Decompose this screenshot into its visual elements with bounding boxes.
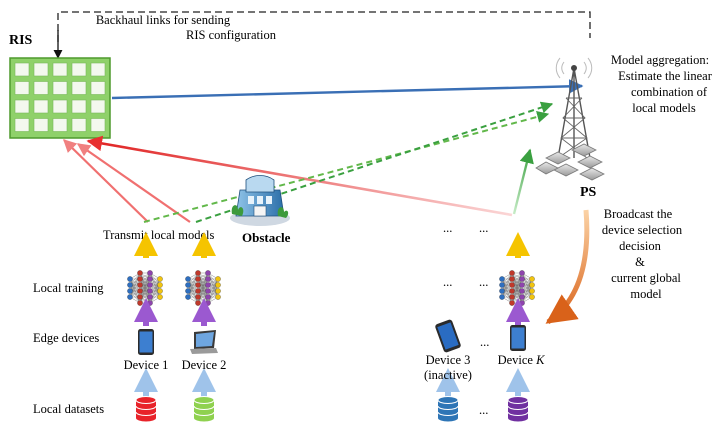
ris-element	[71, 99, 87, 114]
ris-element	[90, 99, 106, 114]
device1-column	[127, 232, 163, 422]
ps-label: PS	[580, 185, 597, 200]
ris-element	[52, 62, 68, 77]
ris-element	[14, 99, 30, 114]
ris-element	[52, 99, 68, 114]
svg-text:local models: local models	[632, 101, 696, 115]
obstacle-building	[230, 175, 290, 226]
broadcast-arrow	[545, 209, 590, 325]
deviceK-icon	[510, 325, 526, 351]
ris-label: RIS	[9, 33, 33, 48]
deviceK-to-ps-link	[512, 148, 534, 215]
ris-element	[33, 62, 49, 77]
dataset-icon	[135, 396, 157, 422]
ris-element	[52, 118, 68, 132]
svg-text:&: &	[635, 255, 645, 269]
deviceK-column	[499, 232, 535, 422]
svg-text:decision: decision	[619, 239, 661, 253]
broadcast-label: Broadcast the device selection decision …	[602, 207, 683, 301]
backhaul-link	[57, 11, 591, 42]
deviceK-label: Device K	[498, 353, 546, 367]
ellipsis-training-1: ...	[443, 275, 452, 289]
svg-text:current global: current global	[611, 271, 681, 285]
ris-element	[52, 81, 68, 95]
ellipsis-top-1: ...	[443, 221, 452, 235]
device1-to-ps-link	[143, 110, 550, 223]
ris-element	[33, 118, 49, 132]
device3-status: (inactive)	[424, 368, 472, 382]
row-label-edge-devices: Edge devices	[33, 331, 99, 345]
ris-to-ps-link	[111, 79, 584, 100]
device3-column	[435, 319, 461, 422]
svg-text:Model aggregation:: Model aggregation:	[611, 53, 709, 67]
deviceK-model-icon	[499, 270, 535, 306]
ellipsis-devices: ...	[480, 335, 489, 349]
device2-column	[185, 232, 221, 422]
row-label-local-datasets: Local datasets	[33, 402, 104, 416]
svg-text:Broadcast the: Broadcast the	[604, 207, 673, 221]
device1-icon	[138, 329, 154, 355]
dataset-icon	[437, 396, 459, 422]
ris-element	[90, 118, 106, 132]
deviceK-to-ris-link	[86, 135, 513, 217]
ris-element	[71, 81, 87, 95]
device1-model-icon	[127, 270, 163, 306]
aggregation-label: Model aggregation: Estimate the linear c…	[611, 53, 713, 115]
ris-panel	[9, 57, 111, 139]
ris-element	[33, 99, 49, 114]
row-label-local-training: Local training	[33, 281, 104, 295]
svg-text:model: model	[630, 287, 662, 301]
ris-element	[14, 118, 30, 132]
obstacle-label: Obstacle	[242, 230, 291, 245]
ris-element	[14, 62, 30, 77]
ellipsis-training-2: ...	[479, 275, 488, 289]
ris-element	[71, 62, 87, 77]
svg-text:Estimate the linear: Estimate the linear	[618, 69, 713, 83]
transmit-label: Transmit local models	[103, 228, 214, 242]
backhaul-label-line2: RIS configuration	[186, 28, 277, 42]
dataset-icon	[507, 396, 529, 422]
device1-to-ris-link	[63, 139, 149, 223]
svg-text:device selection: device selection	[602, 223, 683, 237]
device2-label: Device 2	[182, 358, 227, 372]
dataset-icon	[193, 396, 215, 422]
ris-element	[90, 81, 106, 95]
ris-element	[71, 118, 87, 132]
ris-elements	[14, 62, 106, 132]
ellipsis-datasets: ...	[479, 403, 488, 417]
device2-icon	[190, 330, 218, 354]
ris-element	[33, 81, 49, 95]
ris-element	[90, 62, 106, 77]
device2-model-icon	[185, 270, 221, 306]
ris-element	[14, 81, 30, 95]
device-columns	[127, 232, 535, 422]
ps-tower	[535, 57, 605, 181]
backhaul-label-line1: Backhaul links for sending	[96, 13, 231, 27]
device1-label: Device 1	[124, 358, 169, 372]
device3-label: Device 3	[426, 353, 471, 367]
device3-icon	[435, 319, 461, 353]
svg-text:combination of: combination of	[631, 85, 708, 99]
device2-to-ris-link	[76, 143, 191, 223]
ellipsis-top-2: ...	[479, 221, 488, 235]
